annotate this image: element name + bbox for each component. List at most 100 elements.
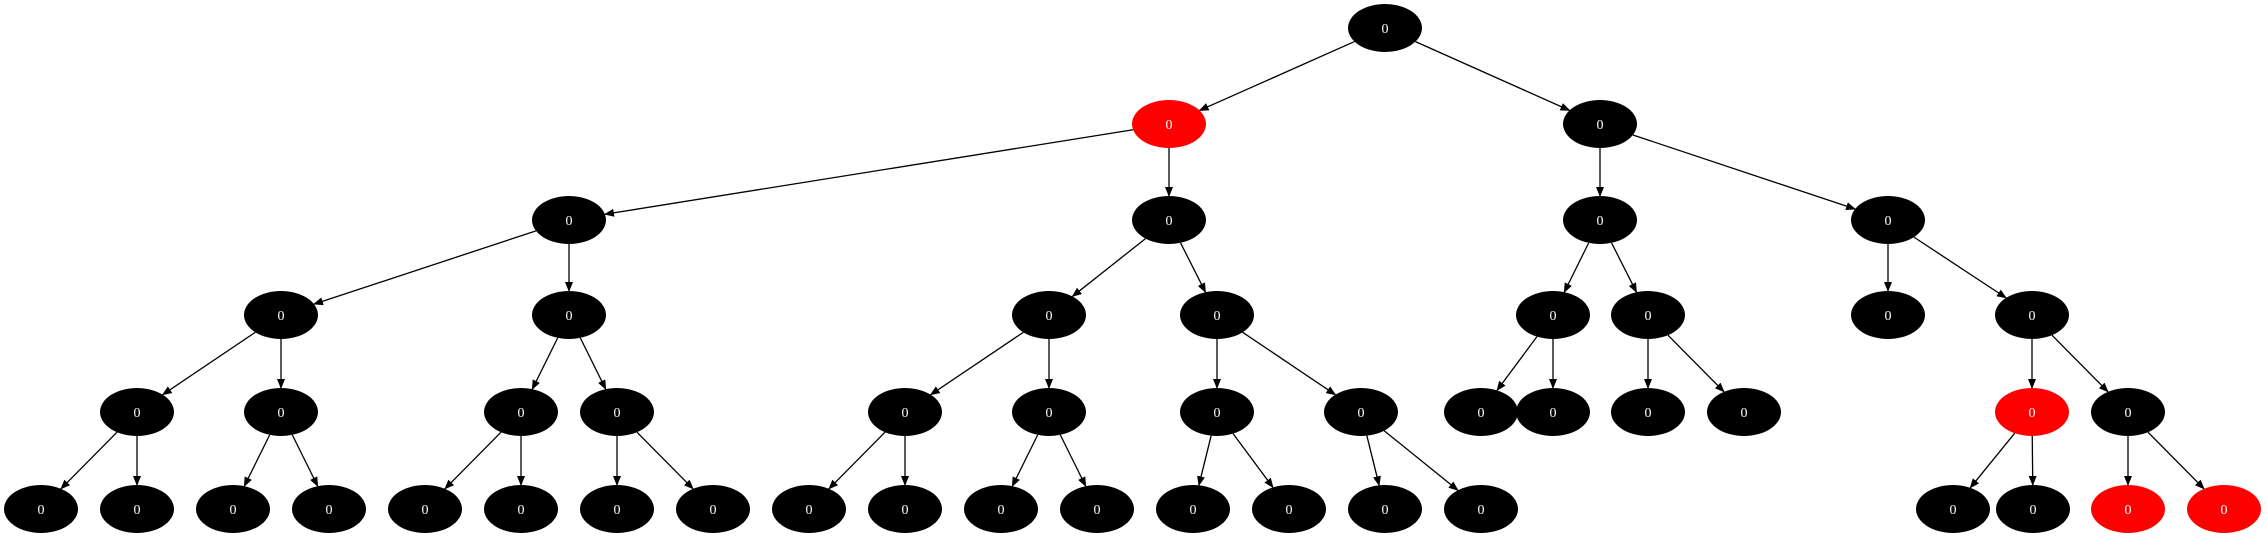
tree-node-black: 0 bbox=[244, 291, 318, 339]
node-label: 0 bbox=[806, 503, 813, 518]
node-label: 0 bbox=[1046, 406, 1053, 421]
node-label: 0 bbox=[518, 503, 525, 518]
tree-node-black: 0 bbox=[484, 388, 558, 436]
tree-node-black: 0 bbox=[1444, 485, 1518, 533]
node-ellipse bbox=[2091, 388, 2165, 436]
node-ellipse bbox=[1012, 291, 1086, 339]
node-label: 0 bbox=[1046, 309, 1053, 324]
edge-n29-n54 bbox=[2147, 431, 2205, 490]
tree-node-black: 0 bbox=[1348, 485, 1422, 533]
node-ellipse bbox=[1012, 388, 1086, 436]
edge-n18-n34 bbox=[444, 431, 502, 490]
tree-node-black: 0 bbox=[1516, 291, 1590, 339]
edge-n22-n42 bbox=[1197, 435, 1212, 487]
node-label: 0 bbox=[134, 503, 141, 518]
edge-n4-n8 bbox=[313, 230, 537, 306]
tree-node-black: 0 bbox=[1012, 291, 1086, 339]
tree-node-black: 0 bbox=[580, 388, 654, 436]
node-ellipse bbox=[1563, 196, 1637, 244]
node-label: 0 bbox=[518, 406, 525, 421]
tree-node-black: 0 bbox=[292, 485, 366, 533]
node-label: 0 bbox=[2125, 406, 2132, 421]
node-label: 0 bbox=[1478, 406, 1485, 421]
tree-node-black: 0 bbox=[244, 388, 318, 436]
node-label: 0 bbox=[710, 503, 717, 518]
tree-node-black: 0 bbox=[388, 485, 462, 533]
node-ellipse bbox=[4, 485, 78, 533]
edge-n21-n41 bbox=[1059, 434, 1087, 488]
tree-node-red: 0 bbox=[1132, 100, 1206, 148]
tree-node-black: 0 bbox=[1851, 196, 1925, 244]
tree-node-red: 0 bbox=[1995, 388, 2069, 436]
tree-node-black: 0 bbox=[1563, 196, 1637, 244]
node-ellipse bbox=[532, 196, 606, 244]
node-label: 0 bbox=[1358, 406, 1365, 421]
edge-n21-n40 bbox=[1011, 434, 1039, 488]
node-label: 0 bbox=[1597, 118, 1604, 133]
edge-n2-n4 bbox=[603, 129, 1134, 217]
edge-n6-n12 bbox=[1563, 242, 1590, 294]
edge-n19-n37 bbox=[636, 431, 694, 490]
node-ellipse bbox=[1611, 388, 1685, 436]
tree-node-black: 0 bbox=[100, 388, 174, 436]
node-label: 0 bbox=[2030, 503, 2037, 518]
tree-node-black: 0 bbox=[532, 291, 606, 339]
node-ellipse bbox=[580, 485, 654, 533]
node-ellipse bbox=[1995, 291, 2069, 339]
node-ellipse bbox=[484, 388, 558, 436]
edge-n28-n52 bbox=[2028, 435, 2037, 487]
edge-n12-n24 bbox=[1496, 336, 1538, 392]
tree-node-black: 0 bbox=[1444, 388, 1518, 436]
node-label: 0 bbox=[1645, 406, 1652, 421]
tree-node-black: 0 bbox=[1996, 485, 2070, 533]
node-label: 0 bbox=[1950, 503, 1957, 518]
tree-node-black: 0 bbox=[1348, 4, 1422, 52]
tree-node-black: 0 bbox=[1851, 291, 1925, 339]
tree-node-black: 0 bbox=[1060, 485, 1134, 533]
node-label: 0 bbox=[278, 309, 285, 324]
node-label: 0 bbox=[278, 406, 285, 421]
edge-n1-n2 bbox=[1198, 40, 1355, 112]
tree-node-black: 0 bbox=[484, 485, 558, 533]
node-ellipse bbox=[772, 485, 846, 533]
node-ellipse bbox=[2187, 485, 2261, 533]
node-label: 0 bbox=[1550, 406, 1557, 421]
node-ellipse bbox=[532, 291, 606, 339]
node-label: 0 bbox=[902, 406, 909, 421]
node-ellipse bbox=[1611, 291, 1685, 339]
node-ellipse bbox=[292, 485, 366, 533]
node-label: 0 bbox=[2221, 503, 2228, 518]
node-label: 0 bbox=[614, 406, 621, 421]
edge-n15-n29 bbox=[2051, 334, 2109, 393]
edge-n13-n27 bbox=[1667, 334, 1725, 393]
tree-node-black: 0 bbox=[1156, 485, 1230, 533]
edge-n20-n38 bbox=[828, 431, 886, 490]
edge-n6-n13 bbox=[1610, 242, 1638, 294]
edge-n23-n44 bbox=[1366, 435, 1381, 487]
node-label: 0 bbox=[1550, 309, 1557, 324]
node-ellipse bbox=[868, 485, 942, 533]
node-ellipse bbox=[1563, 100, 1637, 148]
tree-node-black: 0 bbox=[1132, 196, 1206, 244]
node-label: 0 bbox=[566, 309, 573, 324]
node-ellipse bbox=[1132, 196, 1206, 244]
node-label: 0 bbox=[1478, 503, 1485, 518]
node-ellipse bbox=[244, 291, 318, 339]
node-label: 0 bbox=[1166, 214, 1173, 229]
node-ellipse bbox=[1180, 388, 1254, 436]
tree-node-black: 0 bbox=[1324, 388, 1398, 436]
tree-node-black: 0 bbox=[1516, 388, 1590, 436]
node-label: 0 bbox=[1597, 214, 1604, 229]
tree-node-black: 0 bbox=[580, 485, 654, 533]
node-label: 0 bbox=[1286, 503, 1293, 518]
node-label: 0 bbox=[1885, 214, 1892, 229]
tree-node-black: 0 bbox=[1180, 291, 1254, 339]
node-label: 0 bbox=[614, 503, 621, 518]
node-label: 0 bbox=[134, 406, 141, 421]
tree-node-black: 0 bbox=[4, 485, 78, 533]
node-label: 0 bbox=[1741, 406, 1748, 421]
node-label: 0 bbox=[998, 503, 1005, 518]
node-ellipse bbox=[1444, 388, 1518, 436]
edge-n3-n7 bbox=[1632, 134, 1857, 210]
